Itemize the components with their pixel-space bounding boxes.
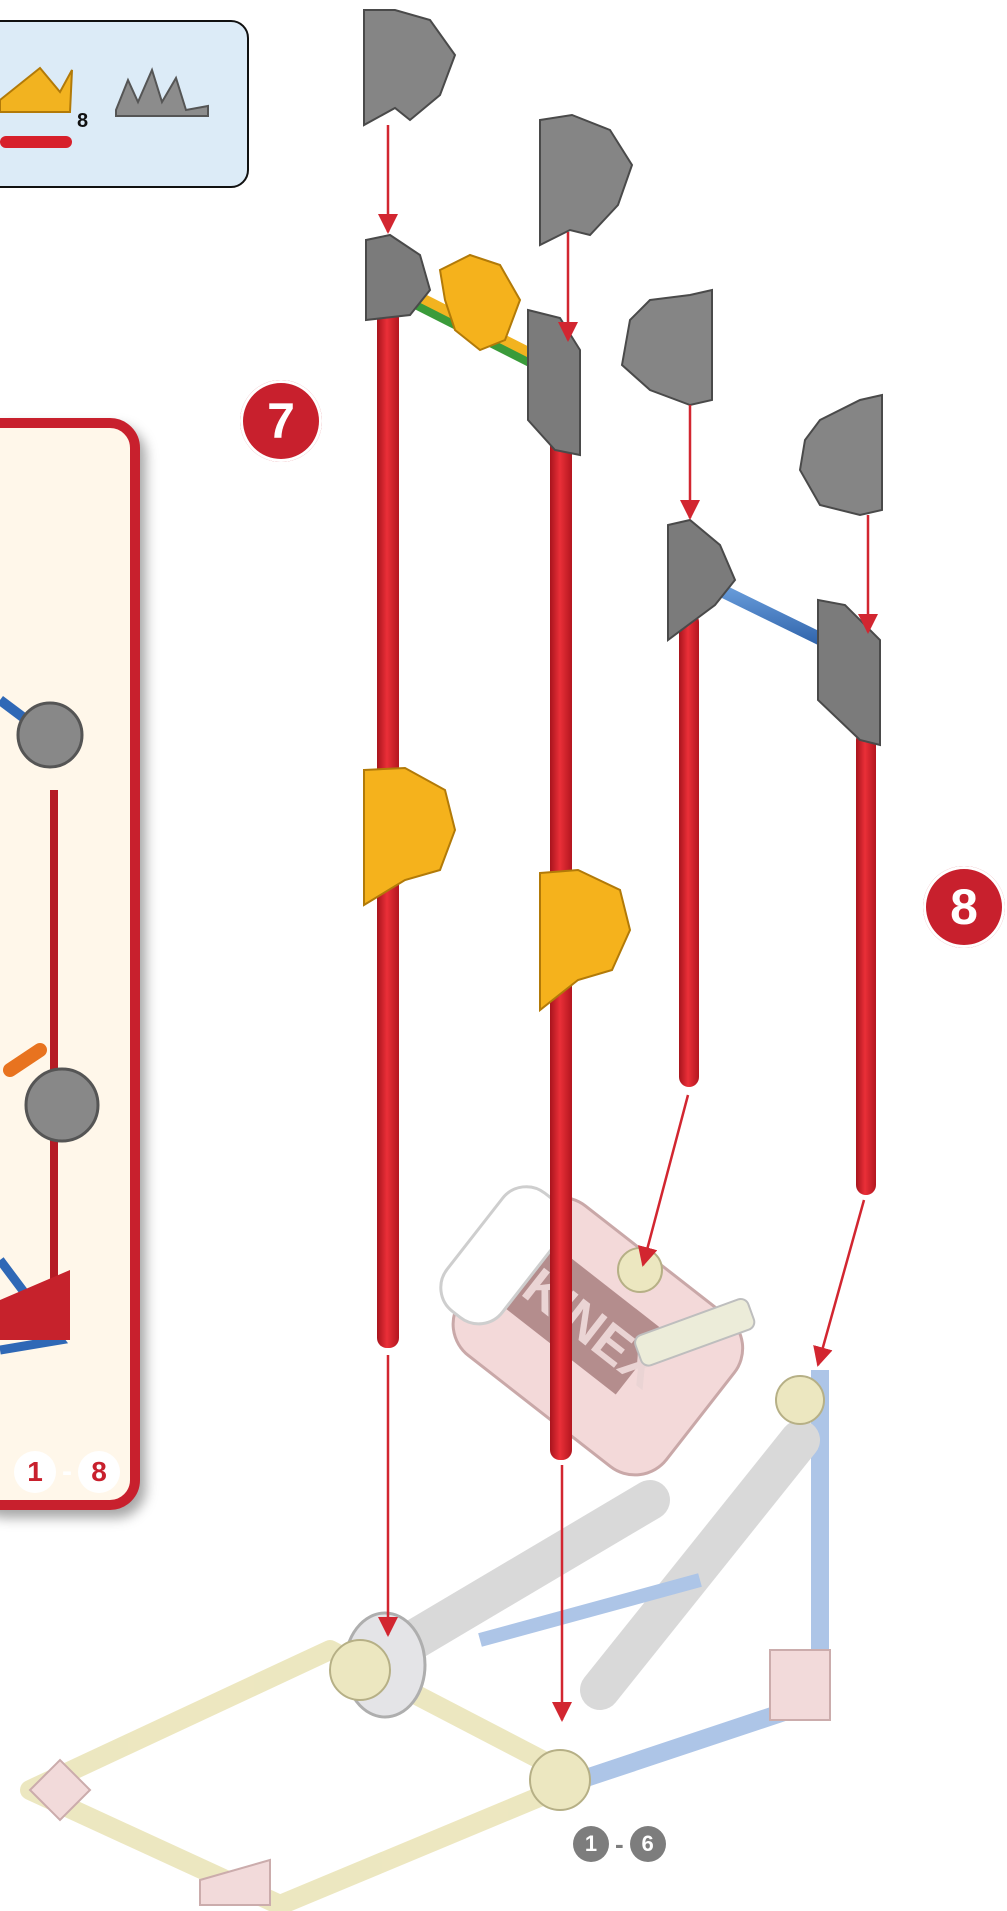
step-number-badge: 7 [240,380,322,462]
step-number-badge: 8 [923,866,1005,948]
grey-connectors-attached [365,233,881,747]
previous-range-separator: - [615,1828,624,1859]
panel-range-end: 8 [78,1451,120,1493]
motor-block: K'NEX [439,1185,745,1477]
panel-step-range: 1 - 8 [0,1440,120,1504]
panel-illustration [0,696,100,1355]
yellow-connectors [363,253,632,1013]
parts-count: 8 [77,110,89,132]
assembly-arrows [378,125,878,1722]
parts-box-icons [0,66,209,148]
panel-range-start: 1 [14,1451,56,1493]
grey-connectors-floating [363,9,883,517]
previous-range-end: 6 [629,1826,666,1862]
previous-range-start: 1 [573,1826,609,1862]
previous-steps-reference: 1 - 6 [573,1826,666,1862]
base-frame: K'NEX [20,1185,831,1911]
panel-range-separator: - [62,1455,72,1488]
